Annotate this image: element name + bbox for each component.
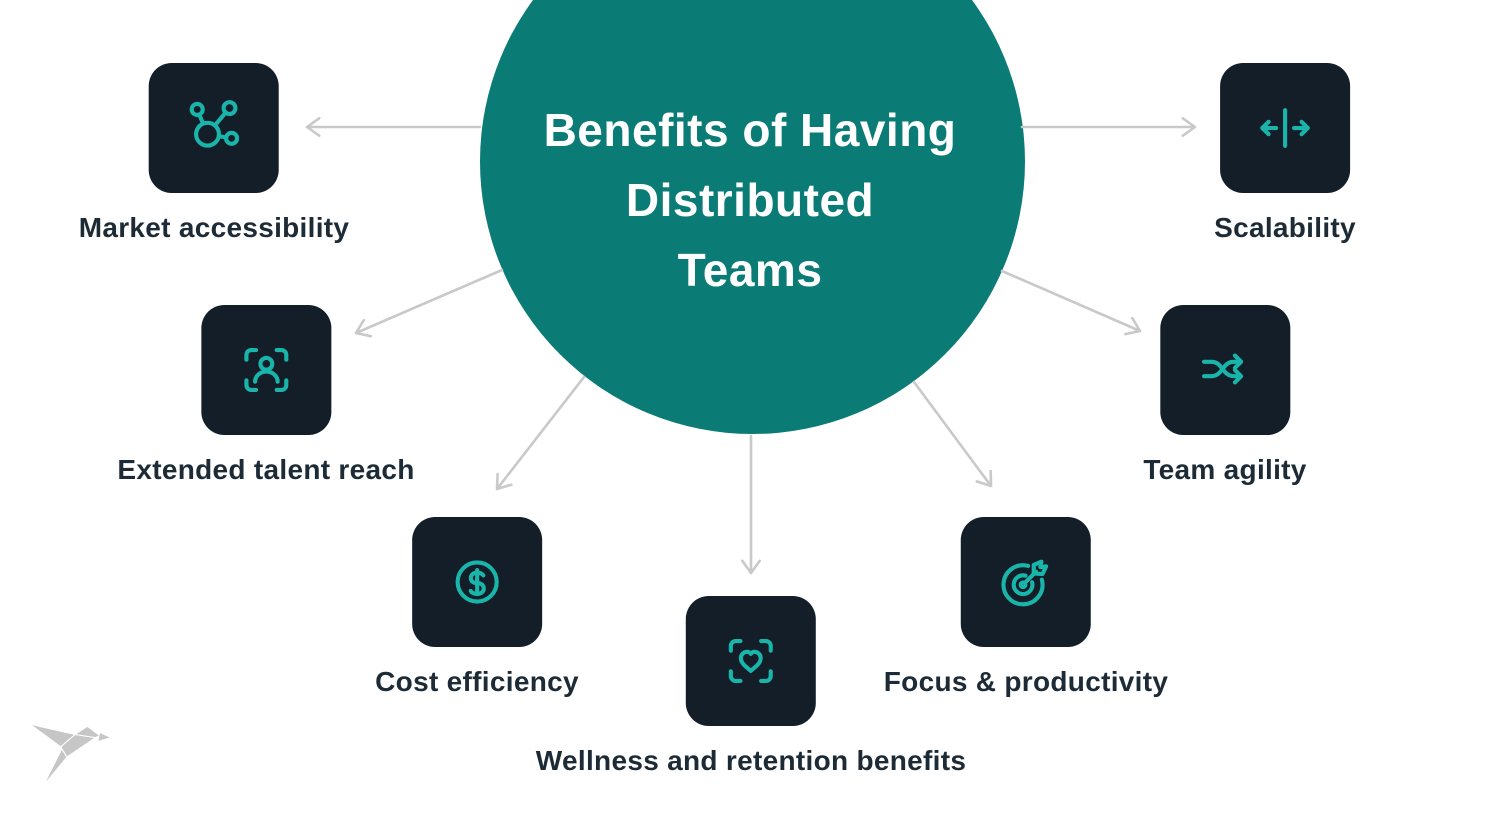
expand-horizontal-icon	[1260, 108, 1310, 148]
shuffle-arrows-icon	[1201, 353, 1243, 385]
central-topic-circle	[480, 0, 1025, 434]
node-cost-efficiency: Cost efficiency	[375, 517, 579, 698]
title-line-1: Benefits of Having	[543, 104, 957, 156]
extended-talent-reach-icon-box	[201, 305, 331, 435]
node-wellness-retention: Wellness and retention benefits	[536, 596, 966, 777]
node-label-focus-productivity: Focus & productivity	[883, 666, 1169, 697]
node-market-accessibility: Market accessibility	[79, 63, 350, 244]
cost-efficiency-icon-box	[411, 517, 542, 647]
node-label-scalability: Scalability	[1214, 212, 1356, 243]
target-dart-icon	[1001, 559, 1049, 607]
origami-bird-logo	[30, 723, 112, 787]
title-line-3: Teams	[677, 244, 823, 296]
node-label-team-agility: Team agility	[1143, 454, 1307, 485]
market-accessibility-icon-box	[149, 63, 279, 193]
person-scan-icon	[244, 348, 288, 392]
node-label-cost-efficiency: Cost efficiency	[375, 666, 579, 697]
node-label-wellness-retention: Wellness and retention benefits	[535, 745, 967, 776]
node-extended-talent-reach: Extended talent reach	[117, 305, 414, 486]
scalability-icon-box	[1220, 63, 1350, 193]
focus-productivity-icon-box	[961, 517, 1091, 647]
heart-scan-icon	[728, 639, 773, 683]
node-team-agility: Team agility	[1143, 305, 1306, 486]
dollar-coin-icon	[455, 560, 499, 604]
team-agility-icon-box	[1159, 305, 1290, 435]
network-nodes-icon	[189, 100, 240, 148]
node-focus-productivity: Focus & productivity	[884, 517, 1168, 698]
diagram-title: Benefits of Having Distributed Teams	[0, 95, 1500, 305]
node-label-market-accessibility: Market accessibility	[78, 212, 350, 243]
title-line-2: Distributed	[625, 174, 875, 226]
wellness-retention-icon-box	[685, 596, 816, 726]
node-scalability: Scalability	[1214, 63, 1356, 244]
node-label-extended-talent-reach: Extended talent reach	[117, 454, 415, 485]
